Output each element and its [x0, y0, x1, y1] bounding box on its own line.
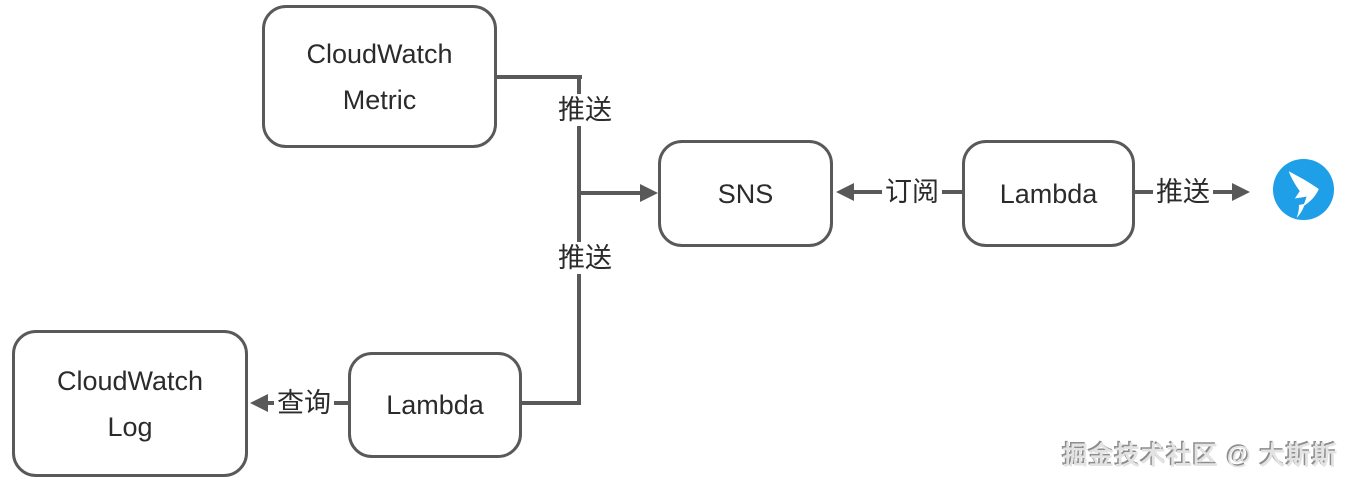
- node-sns: SNS: [658, 140, 833, 247]
- edge-main-vertical-line: [577, 75, 581, 405]
- arrowhead-into-sns-icon: [640, 184, 658, 202]
- node-cloudwatch-log: CloudWatch Log: [12, 330, 248, 477]
- node-lambda-subscriber: Lambda: [962, 140, 1135, 247]
- arrowhead-subscribe-sns-icon: [836, 183, 854, 201]
- node-cloudwatch-metric-label-line2: Metric: [342, 84, 417, 115]
- watermark: 掘金技术社区 @ 大斯斯: [1062, 442, 1338, 470]
- node-cloudwatch-log-label-line1: CloudWatch: [56, 365, 204, 396]
- node-lambda-query-label: Lambda: [386, 390, 484, 420]
- node-lambda-subscriber-label: Lambda: [999, 178, 1098, 209]
- arrowhead-into-dingtalk-icon: [1232, 183, 1250, 201]
- node-cloudwatch-log-label-line2: Log: [107, 411, 153, 442]
- node-lambda-query: Lambda: [348, 352, 522, 458]
- edge-label-subscribe: 订阅: [882, 176, 942, 208]
- edge-label-metric-push: 推送: [555, 94, 615, 126]
- edge-label-query: 查询: [274, 387, 334, 419]
- edge-lambda-to-junction-line: [522, 401, 581, 405]
- edge-metric-to-junction-line: [497, 75, 582, 79]
- node-cloudwatch-metric-label-line1: CloudWatch: [306, 38, 453, 69]
- node-sns-label: SNS: [717, 178, 774, 209]
- arrowhead-into-log-icon: [250, 394, 268, 412]
- node-cloudwatch-metric: CloudWatch Metric: [262, 5, 497, 148]
- edge-label-dingtalk-push: 推送: [1153, 176, 1213, 208]
- edge-label-lambda-push: 推送: [555, 242, 615, 274]
- edge-junction-to-sns-line: [581, 191, 641, 195]
- dingtalk-icon: [1272, 158, 1335, 221]
